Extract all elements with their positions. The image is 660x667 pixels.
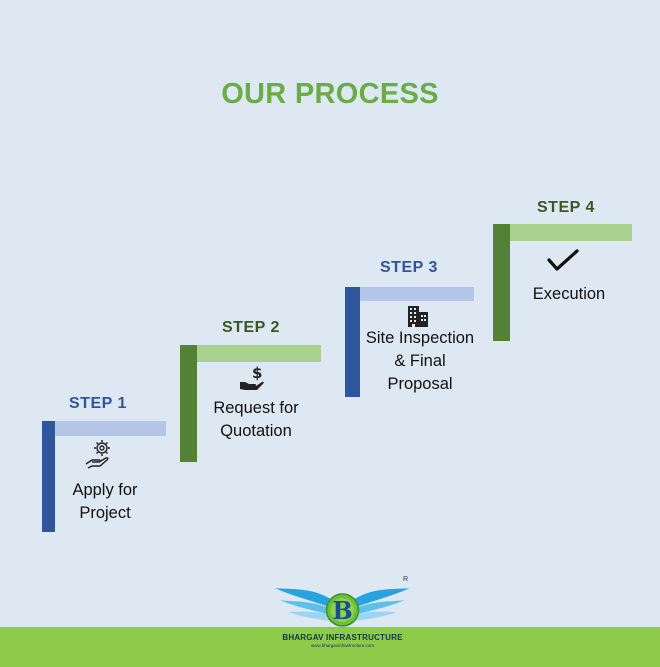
step-4-horizontal-bar bbox=[510, 224, 632, 241]
page-title: OUR PROCESS bbox=[221, 78, 439, 110]
step-2: STEP 2 $ Request for Quotation bbox=[180, 319, 321, 462]
wing-left-icon bbox=[275, 588, 336, 621]
step-1-description: Apply for Project bbox=[52, 479, 158, 525]
step-4-description: Execution bbox=[520, 283, 618, 306]
step-1-desc-line: Project bbox=[79, 504, 131, 522]
wing-right-icon bbox=[349, 588, 410, 621]
step-4-desc-line: Execution bbox=[532, 285, 606, 303]
step-3: STEP 3 Site Inspection & Final Proposal bbox=[345, 259, 474, 397]
step-3-description: Site Inspection & Final Proposal bbox=[359, 327, 481, 396]
step-2-desc-line: Request for bbox=[213, 399, 299, 417]
step-1-horizontal-bar bbox=[55, 421, 166, 436]
step-3-label: STEP 3 bbox=[380, 259, 438, 276]
step-4-label: STEP 4 bbox=[537, 199, 595, 216]
step-2-desc-line: Quotation bbox=[220, 422, 292, 440]
step-3-desc-line: & Final bbox=[394, 352, 446, 370]
step-4-vertical-bar bbox=[493, 224, 510, 341]
step-2-description: Request for Quotation bbox=[204, 397, 308, 443]
logo-company-name: BHARGAV INFRASTRUCTURE bbox=[282, 633, 403, 642]
step-1-vertical-bar bbox=[42, 421, 55, 532]
svg-text:$: $ bbox=[252, 365, 262, 382]
step-4: STEP 4 Execution bbox=[493, 199, 632, 341]
step-1-desc-line: Apply for bbox=[72, 481, 138, 499]
building-icon bbox=[406, 304, 430, 333]
step-1-label: STEP 1 bbox=[69, 395, 127, 412]
step-2-label: STEP 2 bbox=[222, 319, 280, 336]
bhargav-logo: B bbox=[275, 588, 410, 627]
hand-gear-icon bbox=[83, 436, 119, 477]
registered-mark: R bbox=[403, 576, 409, 583]
step-2-vertical-bar bbox=[180, 345, 197, 462]
checkmark-icon bbox=[546, 248, 580, 277]
step-3-horizontal-bar bbox=[360, 287, 474, 301]
ground-strip bbox=[0, 627, 660, 667]
logo-website: www.bhargavinfrastructure.com bbox=[310, 643, 375, 648]
logo-letter: B bbox=[332, 596, 352, 625]
step-3-vertical-bar bbox=[345, 287, 360, 397]
step-1: STEP 1 Apply for Project bbox=[42, 395, 166, 532]
step-3-desc-line: Proposal bbox=[387, 375, 453, 393]
hand-dollar-icon: $ bbox=[239, 364, 267, 396]
step-2-horizontal-bar bbox=[197, 345, 321, 362]
step-3-desc-line: Site Inspection bbox=[365, 329, 475, 347]
